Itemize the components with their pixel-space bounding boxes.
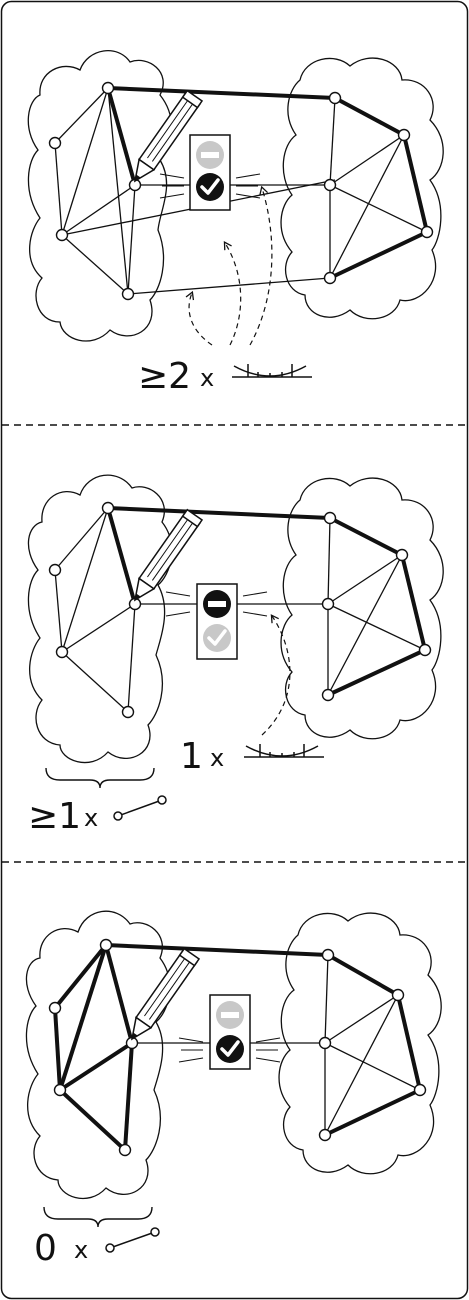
bridge-edge <box>107 506 331 520</box>
no-entry-icon <box>216 1001 244 1029</box>
bridge-icon <box>244 744 324 758</box>
cluster-right-cloud <box>278 912 442 1175</box>
cluster-left-cloud <box>27 474 173 764</box>
panel-2: 1 x ≥1 x <box>27 474 444 837</box>
multiplier-label: x <box>200 364 214 392</box>
cluster-brace <box>43 1206 153 1228</box>
checkmark-icon <box>216 1035 244 1063</box>
edge-icon <box>113 795 167 821</box>
cluster-left-cloud <box>27 50 173 342</box>
bridge-edge <box>105 943 329 957</box>
right-bold-edges <box>329 96 429 280</box>
bridge-icon <box>232 364 312 378</box>
edge-count-label: 0 <box>34 1228 57 1269</box>
right-cluster-edges <box>329 97 428 279</box>
panel-1: ≥2 x <box>27 50 444 397</box>
checkmark-icon <box>203 624 231 652</box>
cluster-brace <box>45 767 155 789</box>
panel-3: 0 x <box>25 910 442 1269</box>
bridge-count-label: ≥2 <box>138 356 191 397</box>
edge-icon <box>105 1227 160 1253</box>
graph-nodes <box>48 501 432 719</box>
checkmark-icon <box>196 173 224 201</box>
highlight-rays <box>159 173 261 199</box>
highlight-rays <box>178 1037 281 1063</box>
status-indicator <box>165 583 268 660</box>
bridge-arrow <box>261 614 291 736</box>
pencil-icon <box>130 947 201 1041</box>
graph-nodes <box>48 81 434 301</box>
pencil-icon <box>133 508 204 602</box>
left-cluster-edges <box>54 507 136 713</box>
right-cluster-edges <box>327 517 426 696</box>
left-bold-edges <box>53 943 134 1152</box>
right-bold-edges <box>327 516 427 697</box>
status-indicator <box>178 994 281 1070</box>
left-bold-edge <box>106 507 137 605</box>
multiplier-label: x <box>210 744 224 772</box>
cluster-right-cloud <box>280 477 444 740</box>
highlight-rays <box>165 591 268 617</box>
no-entry-icon <box>196 141 224 169</box>
pencil-icon <box>133 89 204 183</box>
cluster-right-cloud <box>280 57 444 320</box>
multiplier-label: x <box>74 1236 88 1264</box>
bridge-arrows <box>185 185 273 346</box>
right-bold-edges <box>324 953 422 1137</box>
right-cluster-edges <box>324 954 421 1136</box>
left-bold-edge <box>106 87 137 186</box>
multiplier-label: x <box>84 804 98 832</box>
bridge-count-label: 1 <box>180 736 203 777</box>
edge-count-label: ≥1 <box>28 796 81 837</box>
no-entry-icon <box>203 590 231 618</box>
left-cluster-edges <box>54 87 136 295</box>
graph-nodes <box>48 938 427 1157</box>
cluster-left-cloud <box>25 910 171 1200</box>
status-indicator <box>159 134 261 211</box>
bridge-edge <box>107 86 336 100</box>
